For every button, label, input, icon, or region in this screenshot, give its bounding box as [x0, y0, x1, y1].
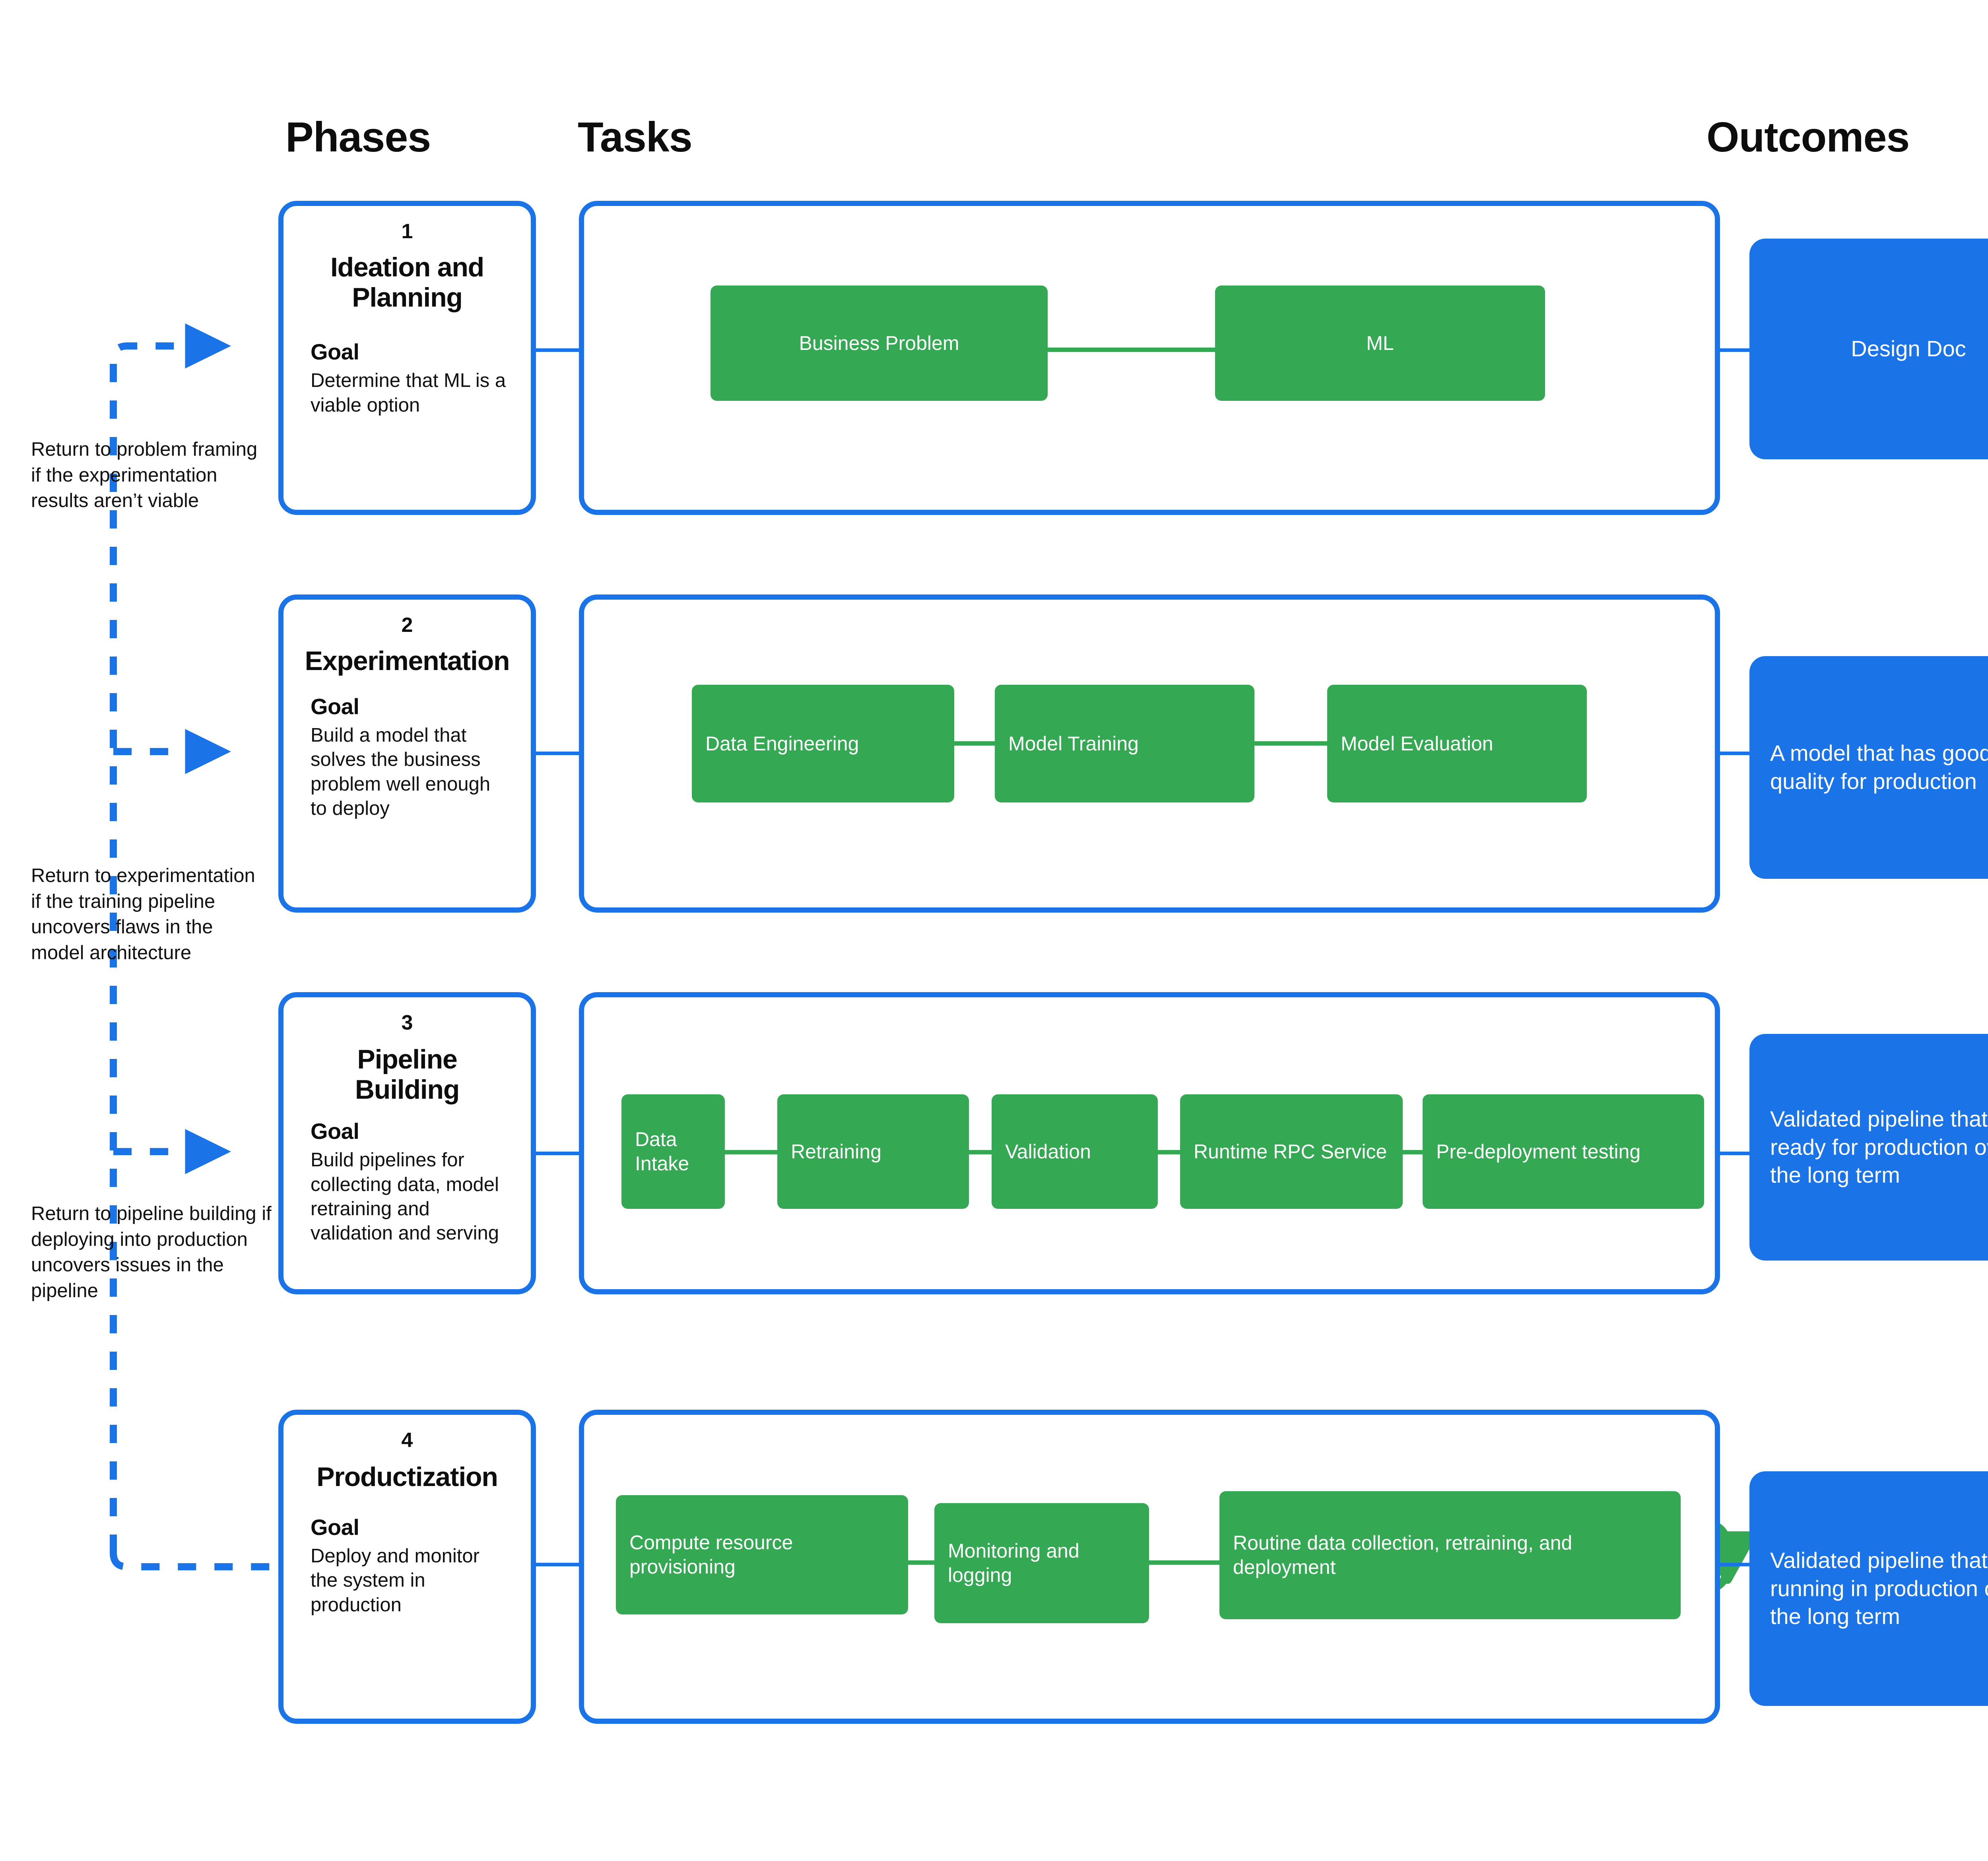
- task-retraining[interactable]: Retraining: [777, 1094, 969, 1209]
- task-monitoring-and-logging[interactable]: Monitoring and logging: [934, 1503, 1149, 1623]
- column-header-tasks: Tasks: [578, 114, 693, 161]
- task-link-3: [1158, 1150, 1180, 1154]
- connector-tasks4-outcome: [1720, 1563, 1750, 1566]
- phase-card-ideation-and-planning[interactable]: 1 Ideation and Planning Goal Determine t…: [278, 201, 536, 515]
- connector-tasks2-outcome: [1720, 752, 1750, 755]
- connector-phase2-tasks: [536, 752, 580, 755]
- goal-text: Deploy and monitor the system in product…: [311, 1545, 480, 1616]
- task-link-monitoring-routine: [1149, 1560, 1221, 1565]
- outcome-validated-pipeline-running[interactable]: Validated pipeline that’s running in pro…: [1749, 1471, 1988, 1706]
- column-header-outcomes: Outcomes: [1706, 114, 1910, 161]
- goal-label: Goal: [311, 694, 359, 719]
- phase-card-productization[interactable]: 4 Productization Goal Deploy and monitor…: [278, 1410, 536, 1724]
- connector-tasks3-outcome: [1720, 1152, 1750, 1155]
- task-model-evaluation[interactable]: Model Evaluation: [1327, 685, 1587, 802]
- connector-phase3-tasks: [536, 1152, 580, 1155]
- task-link-2: [969, 1150, 992, 1154]
- connector-phase4-tasks: [536, 1563, 580, 1566]
- phase-goal-block: Goal Deploy and monitor the system in pr…: [303, 1514, 511, 1617]
- task-link-4: [1403, 1150, 1423, 1154]
- connector-phase1-tasks: [536, 348, 580, 352]
- task-link-business-problem-ml: [1048, 348, 1215, 352]
- outcome-model-good-quality[interactable]: A model that has good quality for produc…: [1749, 656, 1988, 879]
- task-link-compute-monitoring: [908, 1560, 934, 1565]
- phase-number: 2: [401, 614, 413, 637]
- task-ml[interactable]: ML: [1215, 286, 1545, 401]
- phase-title: Experimentation: [305, 646, 510, 676]
- phase-goal-block: Goal Build pipelines for collecting data…: [303, 1118, 511, 1245]
- goal-label: Goal: [311, 339, 359, 365]
- phase-number: 1: [401, 220, 413, 243]
- phase-number: 4: [401, 1429, 413, 1452]
- task-business-problem[interactable]: Business Problem: [711, 286, 1048, 401]
- task-link-1: [725, 1150, 777, 1154]
- goal-label: Goal: [311, 1515, 359, 1540]
- phase-goal-block: Goal Determine that ML is a viable optio…: [303, 339, 511, 418]
- task-routine-data-collection[interactable]: Routine data collection, retraining, and…: [1219, 1491, 1681, 1619]
- task-link-model-training-model-evaluation: [1254, 741, 1328, 746]
- return-label-experimentation: Return to experimentation if the trainin…: [31, 865, 255, 964]
- column-header-phases: Phases: [285, 114, 431, 161]
- phase-goal-block: Goal Build a model that solves the busin…: [303, 694, 511, 821]
- task-data-intake[interactable]: Data Intake: [621, 1094, 725, 1209]
- task-pre-deployment-testing[interactable]: Pre-deployment testing: [1423, 1094, 1704, 1209]
- phase-card-pipeline-building[interactable]: 3 Pipeline Building Goal Build pipelines…: [278, 992, 536, 1294]
- task-compute-resource-provisioning[interactable]: Compute resource provisioning: [616, 1495, 908, 1614]
- phase-title: Ideation and Planning: [330, 252, 484, 313]
- connector-tasks1-outcome: [1720, 348, 1750, 352]
- goal-text: Determine that ML is a viable option: [311, 370, 506, 416]
- phase-card-experimentation[interactable]: 2 Experimentation Goal Build a model tha…: [278, 594, 536, 913]
- goal-text: Build pipelines for collecting data, mod…: [311, 1149, 499, 1244]
- phase-title: Productization: [316, 1462, 498, 1492]
- phase-number: 3: [401, 1011, 413, 1034]
- outcome-design-doc[interactable]: Design Doc: [1749, 239, 1988, 459]
- phase-title: Pipeline Building: [355, 1044, 460, 1105]
- goal-label: Goal: [311, 1119, 359, 1144]
- goal-text: Build a model that solves the business p…: [311, 725, 491, 819]
- task-model-training[interactable]: Model Training: [995, 685, 1254, 802]
- task-link-data-engineering-model-training: [954, 741, 996, 746]
- task-data-engineering[interactable]: Data Engineering: [692, 685, 954, 802]
- task-validation[interactable]: Validation: [992, 1094, 1158, 1209]
- return-label-pipeline-building: Return to pipeline building if deploying…: [31, 1203, 272, 1302]
- return-label-problem-framing: Return to problem framing if the experim…: [31, 439, 258, 512]
- feedback-path-bottom-loop: [110, 1552, 274, 1570]
- task-runtime-rpc-service[interactable]: Runtime RPC Service: [1180, 1094, 1403, 1209]
- outcome-validated-pipeline-ready[interactable]: Validated pipeline that’s ready for prod…: [1749, 1034, 1988, 1261]
